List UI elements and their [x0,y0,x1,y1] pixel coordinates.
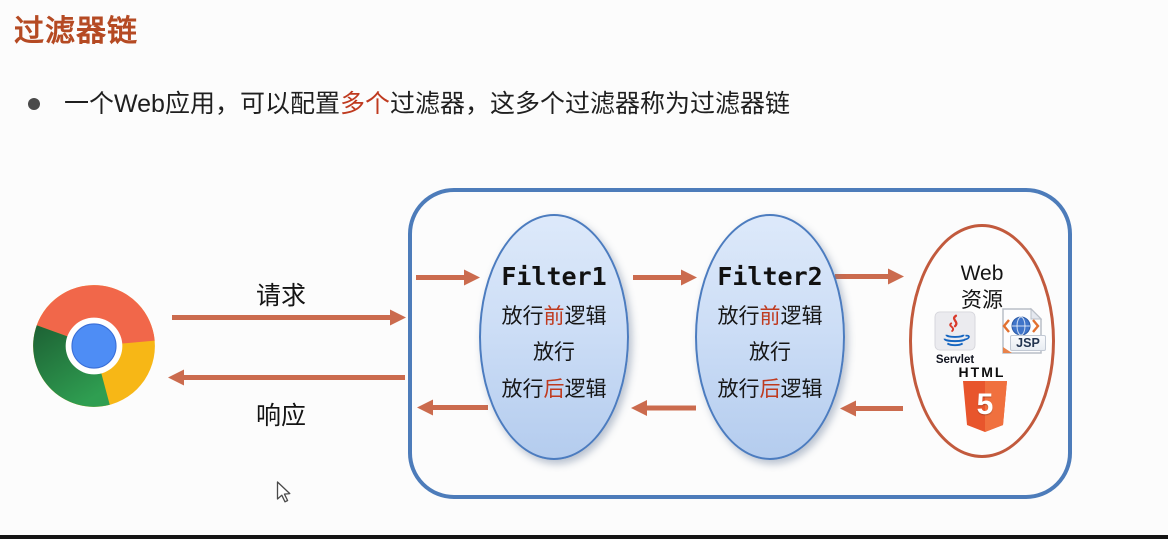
jsp-icon: JSP [998,307,1046,360]
bullet-text-highlight: 多个 [339,90,390,118]
letterbox-bar [0,535,1168,539]
html5-icon: 5 [962,381,1008,433]
filter2-after-logic: 放行后逻辑 [717,378,823,401]
bullet-text-pre: 一个Web应用，可以配置 [64,90,340,118]
mouse-cursor-icon [276,481,293,504]
filter1-name: Filter1 [501,262,607,291]
bullet-item: 一个Web应用，可以配置多个过滤器，这多个过滤器称为过滤器链 [28,88,790,120]
page-title: 过滤器链 [14,15,138,48]
servlet-icon: Servlet [928,311,982,366]
web-resource-line2: 资源 [961,289,1003,312]
bullet-marker [28,98,40,110]
chrome-icon-graphic [33,285,155,407]
web-resource-line1: Web [960,262,1004,285]
filter1-node: Filter1 放行前逻辑 放行 放行后逻辑 [479,214,629,460]
filter1-after-logic: 放行后逻辑 [501,378,607,401]
response-label: 响应 [255,402,306,430]
html-label: HTML [958,364,1006,380]
chrome-icon [31,283,157,409]
filter1-pass: 放行 [533,341,575,364]
filter2-before-logic: 放行前逻辑 [717,305,823,328]
bullet-text-post: 过滤器，这多个过滤器称为过滤器链 [389,90,790,118]
html5-number: 5 [976,388,994,421]
filter2-pass: 放行 [749,341,791,364]
request-label: 请求 [255,282,306,310]
java-cup-icon [934,311,976,351]
servlet-label: Servlet [935,354,975,366]
filter1-before-logic: 放行前逻辑 [501,305,607,328]
filter2-name: Filter2 [717,262,823,291]
jsp-label: JSP [1010,335,1046,351]
html5-shield [963,381,1007,432]
bullet-text: 一个Web应用，可以配置多个过滤器，这多个过滤器称为过滤器链 [64,88,790,120]
web-resource-node: Web 资源 Servlet [909,224,1055,458]
filter2-node: Filter2 放行前逻辑 放行 放行后逻辑 [695,214,845,460]
filter-chain-container [408,188,1072,499]
